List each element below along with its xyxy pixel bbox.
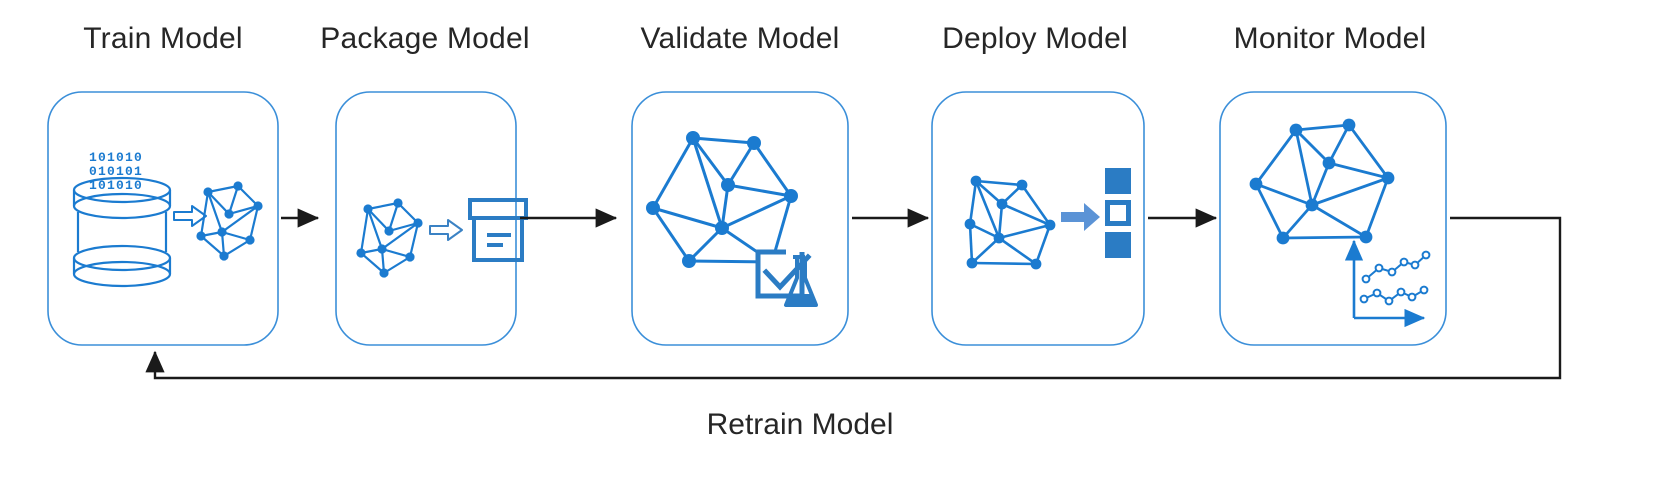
connector-retrain-loop <box>145 216 1562 380</box>
svg-text:101010: 101010 <box>89 150 143 165</box>
network-graph-icon <box>356 198 423 278</box>
stage-card-monitor-model[interactable] <box>1219 91 1447 346</box>
network-graph-icon <box>196 181 263 261</box>
stage-card-deploy-model[interactable] <box>931 91 1145 346</box>
stage-title-monitor-model: Monitor Model <box>1233 22 1427 55</box>
solid-arrow-icon <box>1061 203 1100 231</box>
line-chart-icon <box>1344 239 1431 328</box>
stage-card-train-model[interactable]: 101010 010101 101010 <box>47 91 279 346</box>
stage-title-deploy-model: Deploy Model <box>942 22 1128 55</box>
network-graph-icon <box>964 175 1056 270</box>
stage-title-package-model: Package Model <box>320 22 530 55</box>
package-box-icon <box>468 198 528 262</box>
database-icon <box>72 176 172 288</box>
network-graph-icon <box>1249 118 1395 245</box>
server-blocks-icon <box>1105 168 1131 258</box>
checklist-icon <box>755 249 812 299</box>
binary-digits-icon: 101010 010101 101010 <box>89 150 143 193</box>
stage-title-validate-model: Validate Model <box>640 22 840 55</box>
stage-card-validate-model[interactable] <box>631 91 849 346</box>
hollow-arrow-icon <box>173 205 207 227</box>
hollow-arrow-icon <box>429 219 463 241</box>
flask-icon <box>784 255 818 307</box>
stage-card-package-model[interactable] <box>335 91 528 346</box>
card-frame-train-model <box>47 91 279 346</box>
stage-title-train-model: Train Model <box>83 22 243 55</box>
retrain-loop-label: Retrain Model <box>706 408 894 441</box>
svg-text:101010: 101010 <box>89 178 143 193</box>
svg-text:010101: 010101 <box>89 164 143 179</box>
